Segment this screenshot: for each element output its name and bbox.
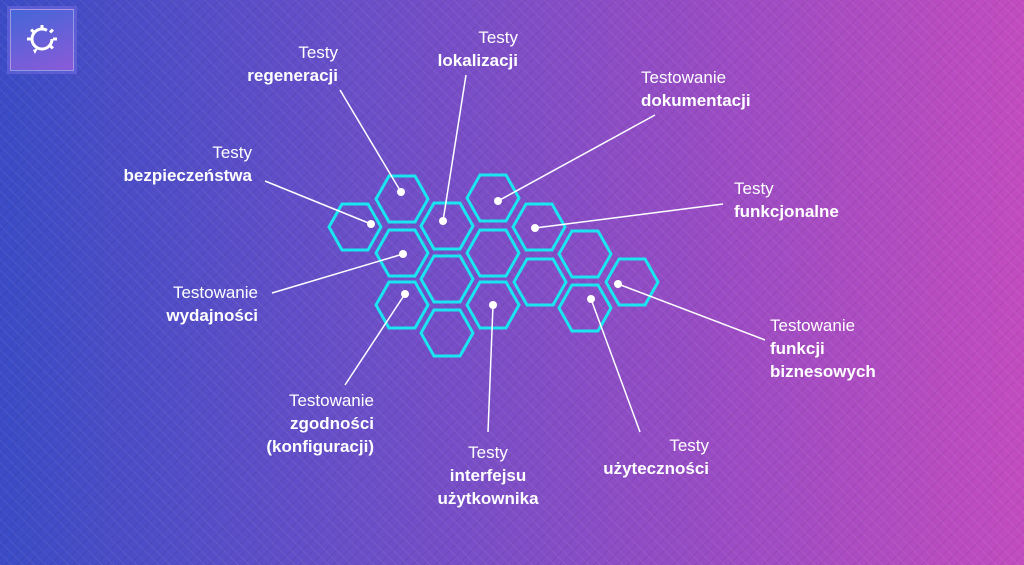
hexagon xyxy=(465,173,521,223)
leader-dot xyxy=(614,280,622,288)
leader-dot xyxy=(439,217,447,225)
leader-dot xyxy=(587,295,595,303)
leader-dot xyxy=(401,290,409,298)
hexagon xyxy=(419,308,475,358)
leader-dot xyxy=(397,188,405,196)
leader-line xyxy=(497,114,656,202)
leader-line xyxy=(264,180,372,225)
leader-dot xyxy=(367,220,375,228)
hexagon xyxy=(419,254,475,304)
leader-line xyxy=(590,298,641,433)
hexagon xyxy=(374,174,430,224)
hexagon xyxy=(374,280,430,330)
leader-line xyxy=(344,293,406,386)
hexagon xyxy=(557,229,613,279)
leader-line xyxy=(534,203,724,229)
hexagon xyxy=(557,283,613,333)
leader-line xyxy=(442,74,467,222)
leader-line xyxy=(487,304,494,433)
hexagon xyxy=(465,228,521,278)
leader-dot xyxy=(399,250,407,258)
logo[interactable] xyxy=(10,9,74,71)
leader-dot xyxy=(489,301,497,309)
hexagon xyxy=(604,257,660,307)
hexagon xyxy=(327,202,383,252)
leader-dot xyxy=(531,224,539,232)
hexagon xyxy=(374,228,430,278)
hexagon xyxy=(465,280,521,330)
gear-loop-icon xyxy=(27,25,57,54)
leader-dot xyxy=(494,197,502,205)
leader-line xyxy=(271,253,404,294)
leader-line xyxy=(339,89,402,193)
leader-line xyxy=(617,283,766,341)
hexagon xyxy=(511,202,567,252)
hexagon xyxy=(419,201,475,251)
hexagon xyxy=(512,257,568,307)
